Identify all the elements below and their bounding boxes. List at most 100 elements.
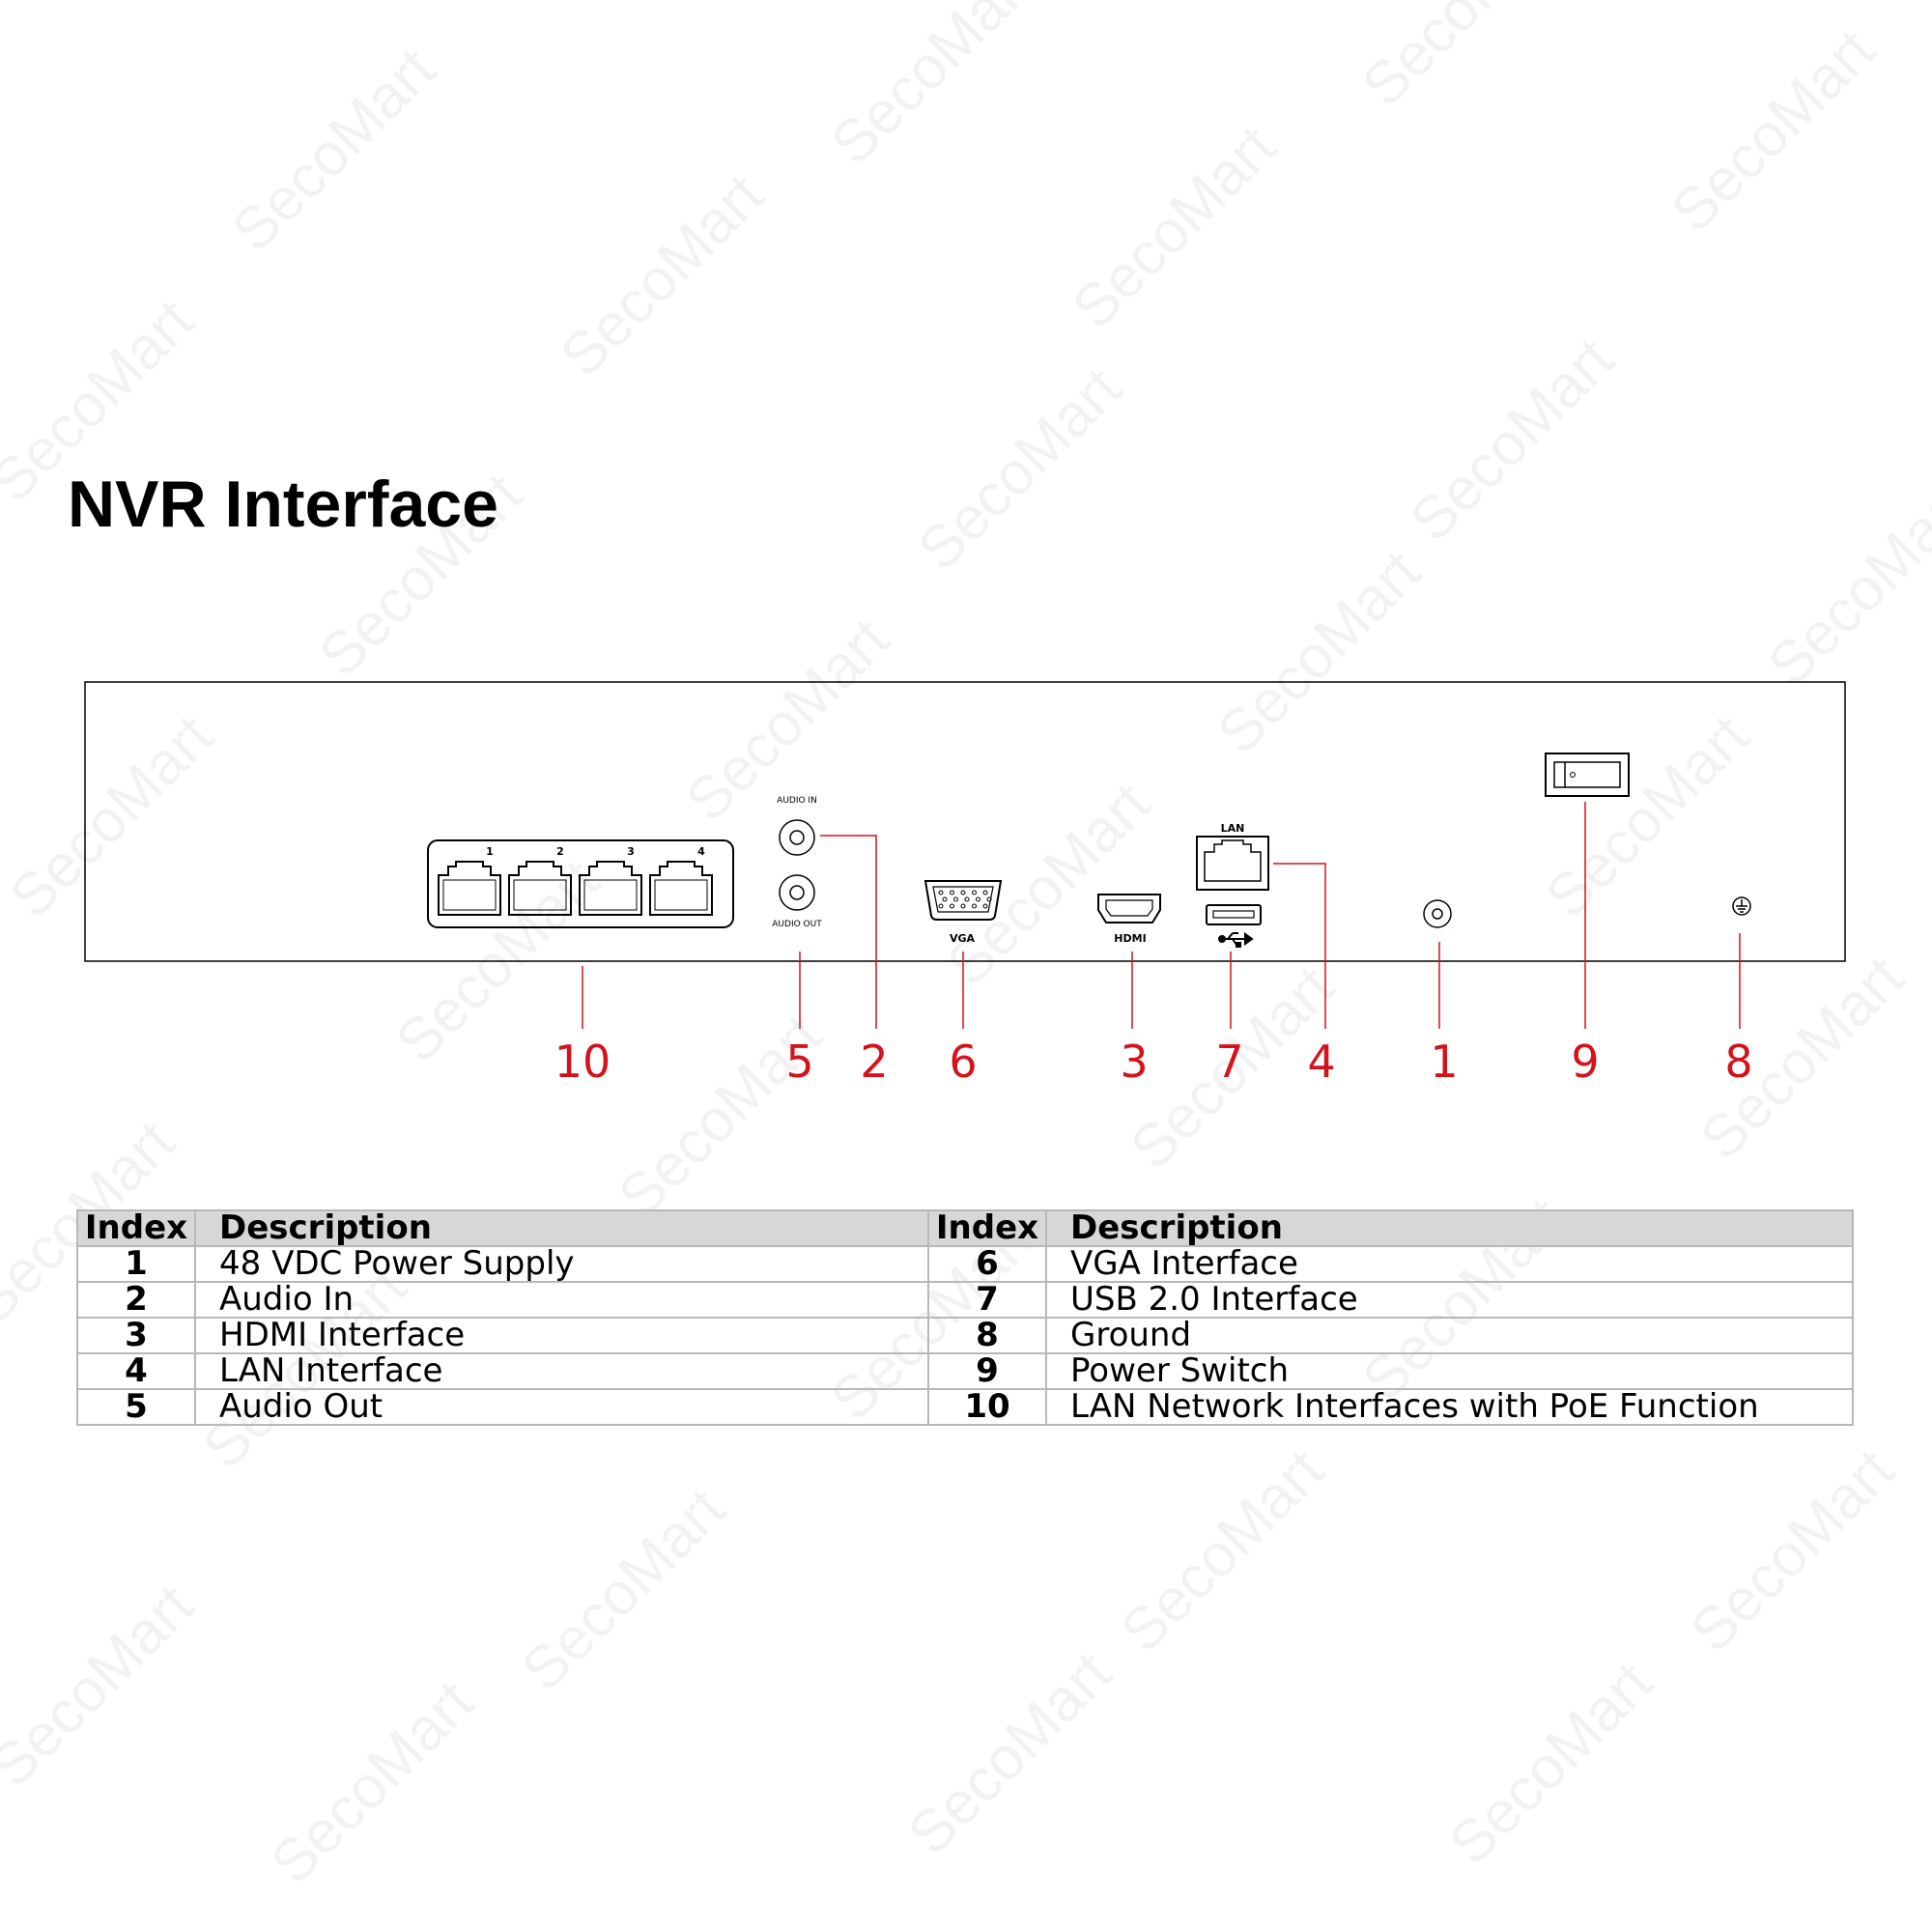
callout-8: 8: [1724, 1036, 1752, 1088]
poe-port-inner: [513, 879, 567, 911]
watermark-text: SecoMart: [1659, 16, 1887, 244]
power-jack-outer: [1423, 899, 1452, 928]
callout-5: 5: [785, 1036, 813, 1088]
watermark-text: SecoMart: [1688, 944, 1916, 1172]
index-header: Index: [927, 1209, 1047, 1247]
page-title: NVR Interface: [68, 468, 498, 541]
leader-2: [820, 835, 877, 1029]
vga-label: VGA: [950, 932, 976, 945]
table-row: 1 48 VDC Power Supply 6 VGA Interface: [76, 1245, 1854, 1283]
poe-port-number: 3: [627, 845, 635, 858]
watermark-text: SecoMart: [548, 161, 776, 389]
vga-pin: [938, 890, 944, 895]
poe-port: [508, 861, 572, 916]
poe-port-block: 1 2 3 4: [427, 839, 734, 928]
power-jack-inner: [1432, 908, 1443, 920]
usb-icon: [1218, 932, 1254, 948]
vga-pin: [982, 903, 988, 909]
poe-port-number: 1: [486, 845, 494, 858]
vga-pin: [950, 890, 954, 895]
vga-pin: [964, 896, 970, 902]
vga-pin: [960, 903, 966, 909]
hdmi-port-inner: [1105, 899, 1153, 917]
power-switch-frame: [1545, 753, 1630, 797]
lan-and-usb-connectors: LAN: [1196, 822, 1269, 948]
watermark-text: SecoMart: [1398, 326, 1626, 554]
description-cell: 48 VDC Power Supply: [194, 1245, 929, 1283]
callout-4: 4: [1307, 1036, 1335, 1088]
watermark-text: SecoMart: [1205, 538, 1433, 766]
table-row: 2 Audio In 7 USB 2.0 Interface: [76, 1281, 1854, 1319]
lan-label: LAN: [1221, 822, 1245, 835]
poe-port: [438, 861, 501, 916]
description-cell: Audio Out: [194, 1388, 929, 1426]
hdmi-connector: HDMI: [1097, 894, 1161, 945]
watermark-text: SecoMart: [0, 1572, 207, 1800]
watermark-text: SecoMart: [306, 461, 534, 689]
poe-port: [579, 861, 642, 916]
ground-icon: [1732, 896, 1751, 916]
description-cell: LAN Network Interfaces with PoE Function: [1045, 1388, 1854, 1426]
table-row: 3 HDMI Interface 8 Ground: [76, 1317, 1854, 1354]
poe-port-inner: [654, 879, 708, 911]
vga-pin: [982, 890, 988, 895]
index-cell: 6: [927, 1245, 1047, 1283]
poe-port-inner: [442, 879, 497, 911]
callout-1: 1: [1430, 1036, 1458, 1088]
index-cell: 2: [76, 1281, 196, 1319]
watermark-text: SecoMart: [258, 1668, 486, 1896]
usb-port: [1206, 904, 1262, 925]
hdmi-label: HDMI: [1114, 932, 1146, 945]
description-header: Description: [1045, 1209, 1854, 1247]
watermark-text: SecoMart: [1533, 702, 1761, 930]
index-cell: 4: [76, 1352, 196, 1390]
watermark-text: SecoMart: [0, 702, 226, 930]
vga-pin: [960, 890, 966, 895]
poe-port-number: 2: [556, 845, 564, 858]
watermark-text: SecoMart: [0, 287, 207, 515]
watermark-text: SecoMart: [934, 770, 1162, 998]
vga-pin: [953, 896, 958, 902]
callout-9: 9: [1571, 1036, 1599, 1088]
description-cell: Audio In: [194, 1281, 929, 1319]
vga-pin: [942, 896, 948, 902]
callout-numbers: 10 5 2 6 3 7 4 1 9 8: [554, 1036, 1753, 1088]
poe-port-number: 4: [697, 845, 705, 858]
callout-7: 7: [1215, 1036, 1243, 1088]
table-row: 4 LAN Interface 9 Power Switch: [76, 1352, 1854, 1390]
description-cell: HDMI Interface: [194, 1317, 929, 1354]
description-header: Description: [194, 1209, 929, 1247]
power-supply-jack: [1423, 899, 1452, 928]
vga-pin: [986, 896, 992, 902]
watermark-text: SecoMart: [1436, 1649, 1664, 1877]
usb-port-tongue: [1212, 910, 1255, 919]
description-cell: Power Switch: [1045, 1352, 1854, 1390]
power-switch: [1545, 753, 1630, 797]
interface-index-table: Index Description Index Description 1 48…: [76, 1209, 1854, 1426]
lan-port-socket: [1204, 839, 1262, 882]
vga-pin: [938, 903, 944, 909]
vga-pin: [976, 896, 980, 902]
audio-out-jack: [779, 874, 815, 911]
watermark-text: SecoMart: [1678, 1436, 1906, 1664]
index-cell: 10: [927, 1388, 1047, 1426]
audio-connectors: AUDIO IN AUDIO OUT: [772, 796, 822, 929]
vga-pin: [972, 903, 977, 909]
callout-3: 3: [1120, 1036, 1148, 1088]
watermark-text: SecoMart: [895, 1639, 1123, 1867]
description-cell: LAN Interface: [194, 1352, 929, 1390]
index-cell: 1: [76, 1245, 196, 1283]
index-cell: 9: [927, 1352, 1047, 1390]
index-cell: 7: [927, 1281, 1047, 1319]
description-cell: Ground: [1045, 1317, 1854, 1354]
power-switch-rocker: [1553, 761, 1621, 788]
watermark-text: SecoMart: [818, 0, 1046, 178]
poe-port-frame: [427, 839, 734, 928]
audio-in-label: AUDIO IN: [777, 796, 817, 806]
table-header-row: Index Description Index Description: [76, 1209, 1854, 1247]
watermark-text: SecoMart: [219, 36, 447, 264]
index-cell: 3: [76, 1317, 196, 1354]
poe-port: [649, 861, 713, 916]
lan-port: [1196, 836, 1269, 891]
